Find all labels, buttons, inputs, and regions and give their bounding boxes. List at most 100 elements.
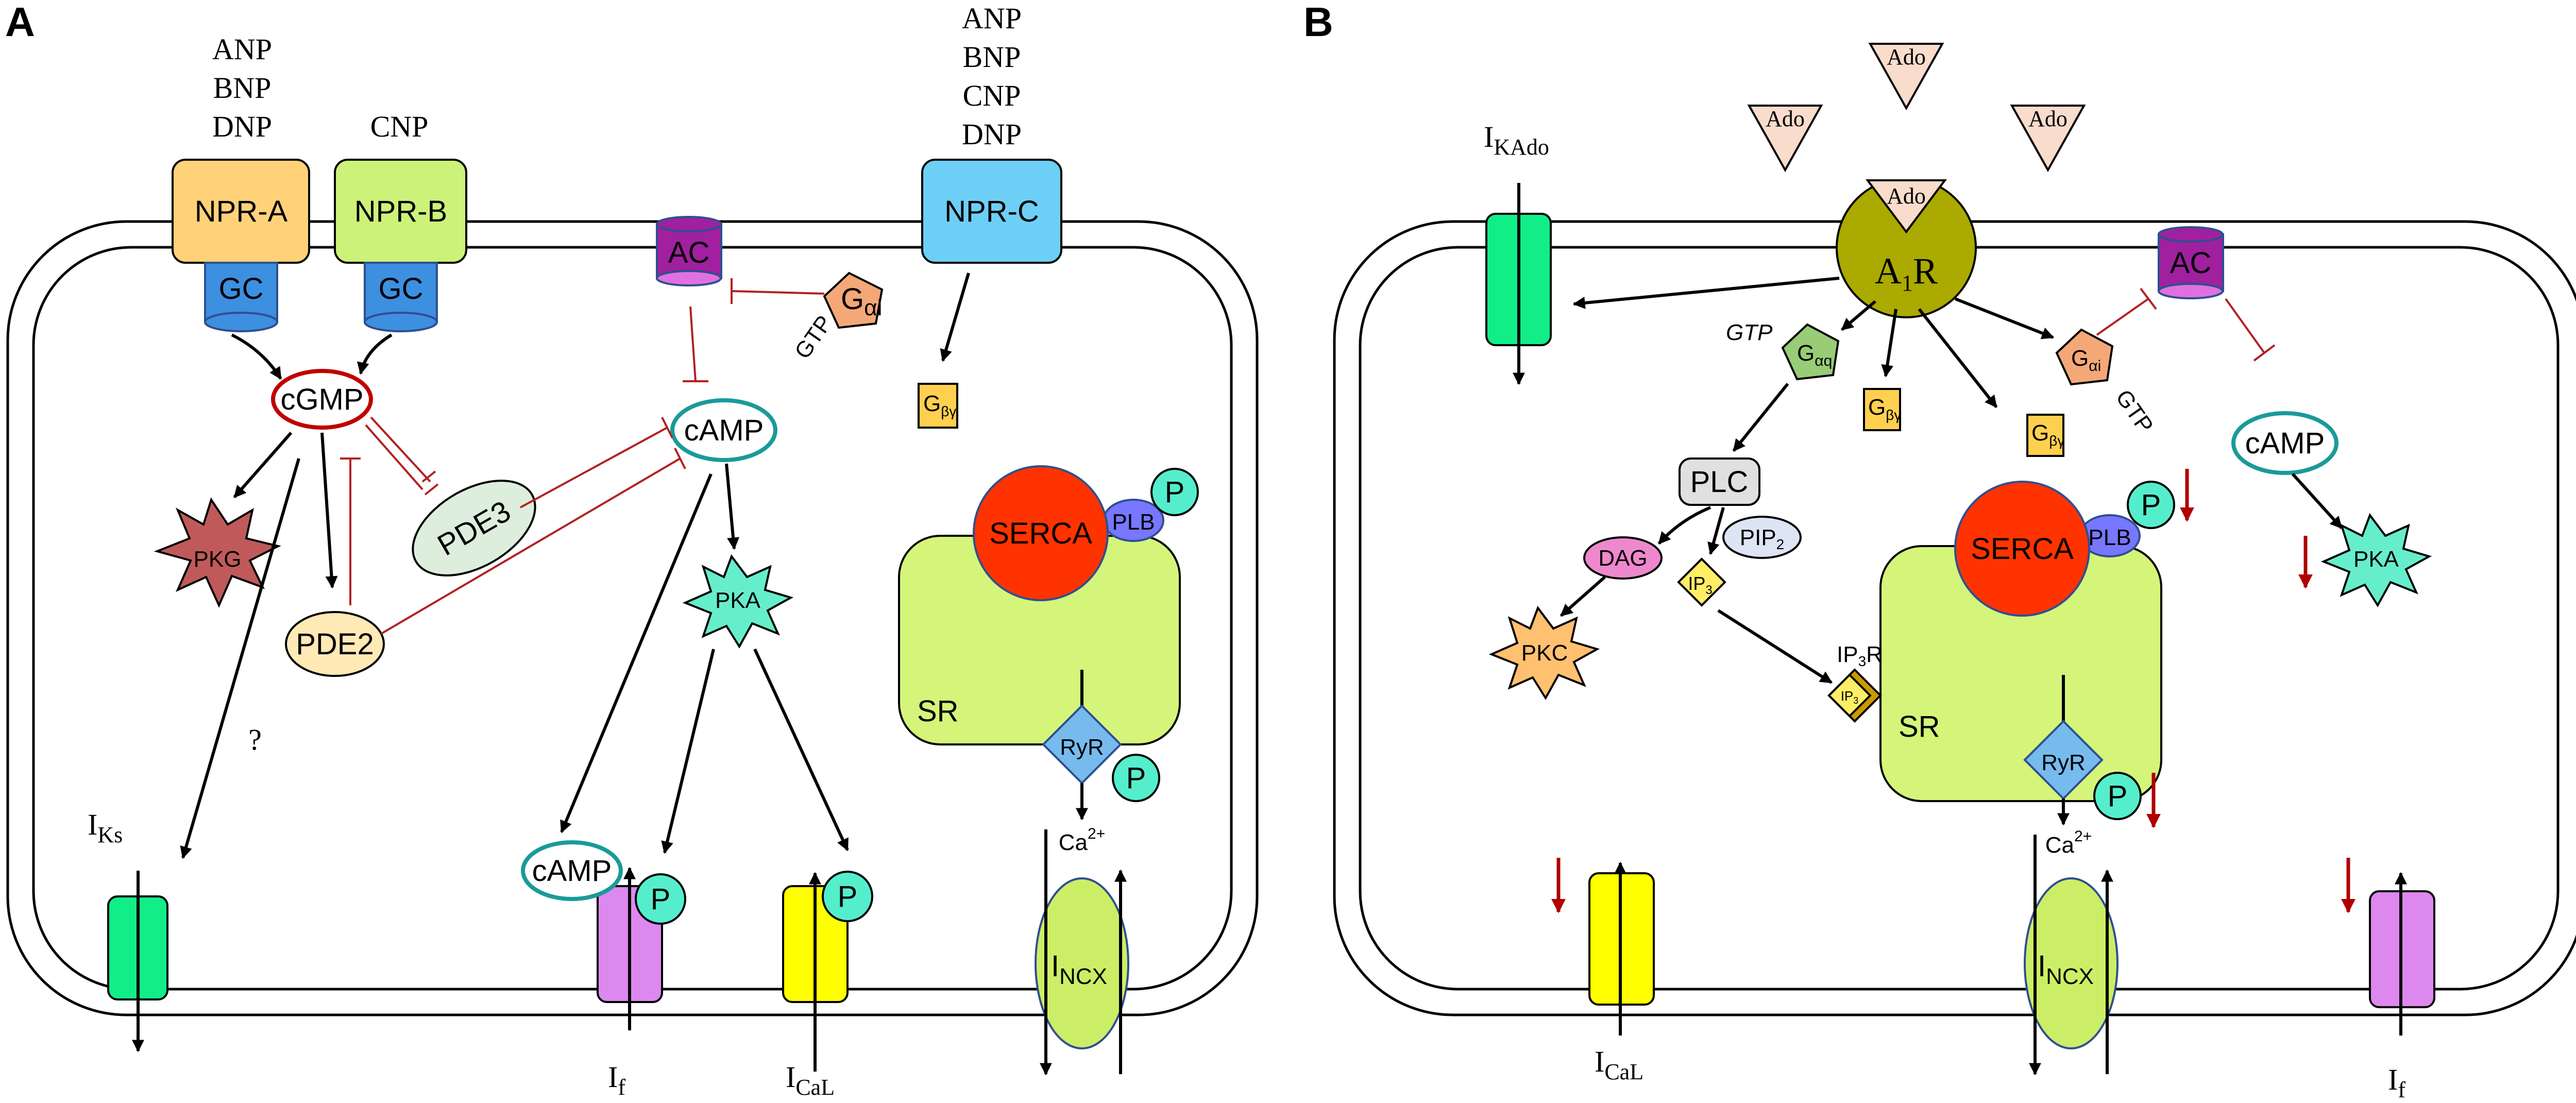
svg-text:DNP: DNP [212, 110, 272, 143]
ip3-node: IP3 [1677, 557, 1726, 607]
svg-text:P: P [1126, 761, 1146, 795]
svg-text:ANP: ANP [212, 32, 272, 66]
nprb-receptor: NPR-B [334, 159, 467, 264]
ac-cylinder-a: AC [656, 216, 722, 286]
ado-triangle-3: Ado [2010, 105, 2086, 173]
gc-cylinder-b: GC [364, 262, 438, 332]
svg-text:cGMP: cGMP [280, 383, 363, 416]
camp-node-b: cAMP [2231, 411, 2338, 475]
decrease-arrows-b [1551, 469, 2355, 913]
svg-text:Gαi: Gαi [841, 282, 882, 320]
gtp-label-b2: GTP [2111, 385, 2158, 438]
panel-b: B Ado Ado Ado Ado A1R IKAdo [1303, 0, 2576, 1102]
activation-arrows-b [1513, 183, 2407, 1076]
svg-text:BNP: BNP [963, 40, 1021, 74]
svg-text:PLB: PLB [2088, 525, 2131, 550]
svg-text:Gαi: Gαi [2071, 346, 2101, 375]
svg-text:SERCA: SERCA [1971, 532, 2074, 566]
svg-text:PLC: PLC [1690, 465, 1749, 499]
npra-receptor: NPR-A [172, 159, 310, 264]
svg-text:RyR: RyR [2041, 750, 2086, 775]
panel-a: A ANP BNP DNP CNP ANP BNP CNP DNP NPR-A … [5, 0, 1259, 1100]
svg-text:IP3: IP3 [1688, 573, 1712, 597]
galpha-i-a: Gαi [823, 271, 884, 329]
svg-text:P: P [838, 880, 858, 913]
pip2-node: PIP2 [1722, 516, 1802, 559]
inhibition-lines-b [2096, 287, 2276, 362]
pkg-star: PKG [154, 497, 281, 608]
ical-label-a: ICaL [786, 1060, 835, 1100]
svg-text:P: P [1165, 476, 1185, 509]
ado-triangle-1: Ado [1747, 105, 1823, 173]
svg-text:Gβγ: Gβγ [923, 391, 956, 419]
svg-text:INCX: INCX [1051, 949, 1107, 989]
svg-text:PKA: PKA [715, 588, 761, 613]
serca-b: SERCA [1954, 481, 2090, 617]
svg-text:Ado: Ado [2028, 106, 2067, 131]
galpha-q-b: Gαq [1781, 323, 1840, 381]
svg-text:cAMP: cAMP [684, 414, 764, 447]
gtp-label-a: GTP [790, 311, 837, 364]
svg-text:Gαq: Gαq [1797, 341, 1832, 369]
calcium-label-b: Ca2+ [2045, 828, 2092, 858]
pde2-node: PDE2 [285, 611, 385, 677]
sr-label-b: SR [1899, 710, 1940, 743]
pka-star-b: PKA [2320, 513, 2432, 607]
phosphate-ryr-a: P [1112, 754, 1160, 802]
svg-text:PKA: PKA [2353, 547, 2399, 572]
phosphate-if-a: P [635, 873, 686, 925]
svg-text:PLB: PLB [1112, 510, 1155, 535]
gbetagamma-b2: Gβγ [2026, 414, 2064, 457]
ikado-label: IKAdo [1484, 120, 1549, 160]
svg-text:NPR-A: NPR-A [195, 195, 288, 228]
if-label-a: If [608, 1060, 625, 1100]
incx-exchanger-b: INCX [2024, 877, 2119, 1049]
svg-text:Ado: Ado [1887, 183, 1926, 209]
plb-a: PLB [1103, 499, 1164, 542]
panel-b-label: B [1303, 0, 1333, 45]
phosphate-ryr-b: P [2093, 772, 2142, 820]
svg-text:Gβγ: Gβγ [1868, 395, 1901, 423]
svg-text:Ado: Ado [1887, 44, 1926, 70]
svg-text:GC: GC [219, 272, 264, 306]
cell-membrane-outer [6, 220, 1259, 1016]
galpha-i-b: Gαi [2055, 328, 2114, 386]
ligands-nprc: ANP BNP CNP DNP [962, 2, 1022, 151]
plc-node: PLC [1679, 457, 1760, 506]
gbetagamma-a: Gβγ [918, 383, 958, 429]
incx-exchanger-a: INCX [1035, 877, 1129, 1049]
dag-node: DAG [1583, 536, 1663, 580]
camp-node-a: cAMP [670, 398, 777, 462]
ligands-npra: ANP BNP DNP [212, 32, 272, 143]
ac-cylinder-b: AC [2158, 226, 2224, 299]
sr-label-a: SR [917, 694, 959, 728]
svg-text:RyR: RyR [1060, 735, 1104, 760]
svg-text:PKG: PKG [194, 547, 242, 572]
gc-cylinder-a: GC [204, 262, 278, 332]
pde3-node: PDE3 [412, 480, 536, 576]
serca-a: SERCA [973, 465, 1109, 601]
svg-text:cAMP: cAMP [532, 854, 612, 888]
inhibition-lines-a [340, 278, 825, 635]
ado-triangle-2: Ado [1868, 43, 1944, 111]
svg-text:BNP: BNP [213, 71, 272, 105]
svg-text:P: P [2108, 779, 2128, 813]
camp-bound-if: cAMP [521, 840, 623, 901]
svg-text:DAG: DAG [1598, 546, 1647, 571]
svg-text:P: P [651, 883, 671, 916]
svg-text:P: P [2141, 488, 2161, 522]
pkc-star: PKC [1488, 605, 1600, 700]
svg-text:Gβγ: Gβγ [2031, 420, 2064, 449]
svg-text:cAMP: cAMP [2245, 427, 2325, 460]
if-label-b: If [2388, 1063, 2405, 1102]
gtp-label-b1: GTP [1726, 320, 1773, 345]
svg-text:A1R: A1R [1875, 250, 1938, 296]
svg-text:Ado: Ado [1766, 106, 1805, 131]
ip3r-label: IP3R [1837, 642, 1883, 669]
svg-text:NPR-C: NPR-C [944, 195, 1039, 228]
nprc-receptor: NPR-C [921, 159, 1062, 264]
svg-text:GC: GC [379, 272, 423, 306]
phosphate-ical-a: P [822, 871, 873, 922]
svg-text:PIP2: PIP2 [1740, 525, 1785, 552]
a1r-receptor: Ado A1R [1836, 179, 1977, 318]
